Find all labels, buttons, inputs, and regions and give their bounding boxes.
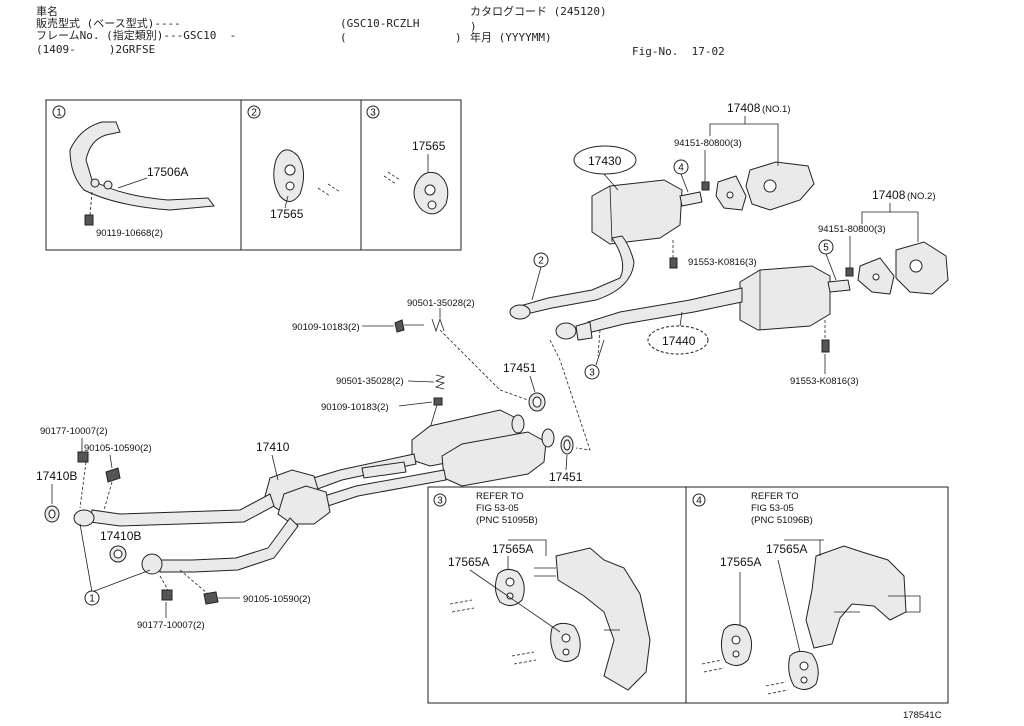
- header-model-type: 販売型式 (ベース型式)----: [36, 17, 181, 30]
- refer-right-line3: (PNC 51096B): [751, 515, 813, 526]
- svg-text:5: 5: [823, 243, 829, 254]
- bolt-90105-upper: [105, 467, 121, 483]
- bracket-17408-no2: [845, 241, 949, 295]
- muffler-17440: [555, 265, 851, 341]
- detail3-hanger-upper: [494, 568, 525, 606]
- label-17506a: 17506A: [147, 165, 188, 179]
- header-model-code: (GSC10-RCZLH: [340, 17, 420, 30]
- label-91553-k0816-b: 91553-K0816(3): [790, 376, 859, 387]
- nut-90177-upper: [77, 451, 89, 463]
- header-paren-open: (: [340, 31, 347, 44]
- label-90177-10007-upper: 90177-10007(2): [40, 426, 108, 437]
- detail3-hanger-lower: [550, 622, 581, 662]
- refer-left-line3: (PNC 51095B): [476, 515, 538, 526]
- detail4-hanger-lower: [788, 650, 819, 690]
- illustration-number: 178541C: [903, 710, 942, 721]
- bolt-90105-lower: [203, 591, 240, 605]
- callout-circle-3: 3: [584, 364, 600, 380]
- label-94151-80800-b: 94151-80800(3): [818, 224, 886, 235]
- inset-1-marker: 1: [52, 105, 66, 119]
- callout-circle-1: 1: [84, 590, 100, 606]
- bolt-91553-b: [821, 339, 830, 353]
- svg-text:2: 2: [251, 108, 257, 119]
- svg-text:1: 1: [89, 594, 95, 605]
- label-91553-k0816-a: 91553-K0816(3): [688, 257, 757, 268]
- svg-text:4: 4: [696, 496, 702, 507]
- callout-17430: [573, 145, 637, 175]
- nut-90177-lower: [161, 589, 173, 601]
- detail-box-3: [427, 486, 687, 704]
- svg-text:3: 3: [370, 108, 376, 119]
- label-17430: 17430: [588, 154, 622, 168]
- svg-text:4: 4: [678, 163, 684, 174]
- bolt-90109-lower: [429, 397, 443, 429]
- label-17565a-detail4-left: 17565A: [720, 555, 761, 569]
- detail-box-4: [685, 486, 949, 704]
- header-frame-no: フレームNo. (指定類別)---GSC10 -: [36, 29, 237, 42]
- spring-90501-upper: [431, 317, 445, 333]
- inset-3-marker: 3: [366, 105, 380, 119]
- bracket-17506a: [69, 121, 215, 226]
- svg-text:3: 3: [589, 368, 595, 379]
- bolt-91553-a: [669, 257, 678, 269]
- label-17408-no2: 17408: [872, 188, 906, 202]
- svg-text:3: 3: [437, 496, 443, 507]
- detail3-bracket: [534, 547, 651, 691]
- refer-left-line1: REFER TO: [476, 491, 524, 502]
- refer-left-line2: FIG 53-05: [476, 503, 519, 514]
- inset-box-3: [360, 99, 462, 251]
- label-90105-10590-lower: 90105-10590(2): [243, 594, 311, 605]
- muffler-17430: [509, 179, 703, 320]
- header-car-name: 車名: [36, 5, 58, 18]
- header-year-month: 年月 (YYYYMM): [470, 31, 552, 44]
- label-17410b-upper: 17410B: [36, 469, 77, 483]
- hanger-17565-inset2: [273, 149, 341, 202]
- callout-circle-4: 4: [673, 159, 689, 175]
- label-17440: 17440: [662, 334, 696, 348]
- front-pipe-17410: [73, 409, 555, 575]
- callout-17440: [647, 325, 709, 355]
- label-17565-inset3: 17565: [412, 139, 446, 153]
- svg-text:1: 1: [56, 108, 62, 119]
- label-17408-no1: 17408: [727, 101, 761, 115]
- header-paren-close-2: ): [455, 31, 462, 44]
- header-fig-no: Fig-No. 17-02: [632, 45, 725, 58]
- hanger-17565-inset3: [383, 171, 449, 215]
- refer-right-line1: REFER TO: [751, 491, 799, 502]
- label-17565a-detail3-left: 17565A: [448, 555, 489, 569]
- detail4-hanger-upper: [720, 624, 752, 666]
- detail-4-marker: 4: [692, 493, 706, 507]
- detail-3-marker: 3: [433, 493, 447, 507]
- bracket-17408-no1: [701, 161, 815, 211]
- label-90501-35028-upper: 90501-35028(2): [407, 298, 475, 309]
- label-90105-10590-upper: 90105-10590(2): [84, 443, 152, 454]
- label-90177-10007-lower: 90177-10007(2): [137, 620, 205, 631]
- label-17565a-detail4-top: 17565A: [766, 542, 807, 556]
- label-90119-10668: 90119-10668(2): [96, 228, 163, 239]
- detail4-bracket: [805, 545, 921, 649]
- spring-90501-lower: [434, 374, 446, 390]
- label-90501-35028-lower: 90501-35028(2): [336, 376, 404, 387]
- header-paren-close: ): [470, 20, 477, 33]
- callout-circle-2: 2: [533, 252, 549, 268]
- callout-circle-5: 5: [818, 239, 834, 255]
- label-17565a-detail3-top: 17565A: [492, 542, 533, 556]
- bolt-90109-upper: [394, 319, 424, 333]
- label-90109-10183-upper: 90109-10183(2): [292, 322, 360, 333]
- svg-text:2: 2: [538, 256, 544, 267]
- refer-right-line2: FIG 53-05: [751, 503, 794, 514]
- label-17451-lower: 17451: [549, 470, 583, 484]
- label-17410b-lower: 17410B: [100, 529, 141, 543]
- inset-2-marker: 2: [247, 105, 261, 119]
- label-no1: (NO.1): [762, 104, 791, 115]
- label-17451-upper: 17451: [503, 361, 537, 375]
- header-period: (1409- )2GRFSE: [36, 43, 156, 56]
- label-17410: 17410: [256, 440, 290, 454]
- label-90109-10183-lower: 90109-10183(2): [321, 402, 389, 413]
- label-no2: (NO.2): [907, 191, 936, 202]
- label-94151-80800-a: 94151-80800(3): [674, 138, 742, 149]
- header-catalog-code: カタログコード (245120): [470, 5, 607, 18]
- label-17565-inset2: 17565: [270, 207, 304, 221]
